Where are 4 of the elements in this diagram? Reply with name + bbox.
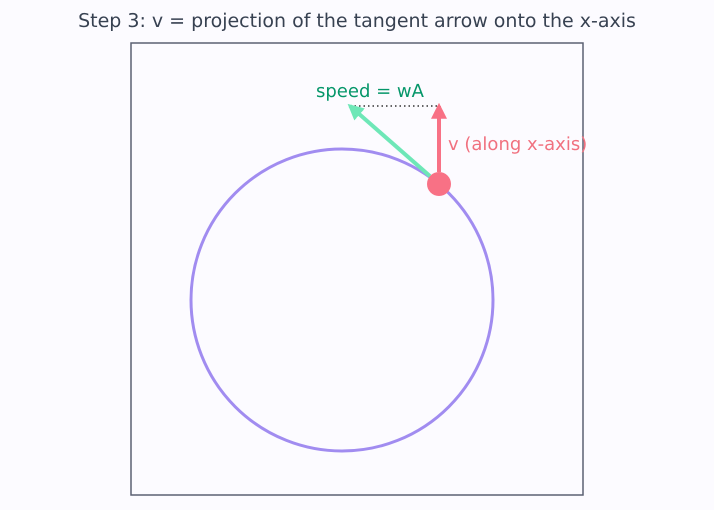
arrow	[348, 104, 432, 178]
arrow	[431, 102, 447, 172]
diagram-title: Step 3: v = projection of the tangent arrow onto the x-axis	[77, 10, 637, 32]
speed-label: speed = wA	[315, 81, 425, 103]
